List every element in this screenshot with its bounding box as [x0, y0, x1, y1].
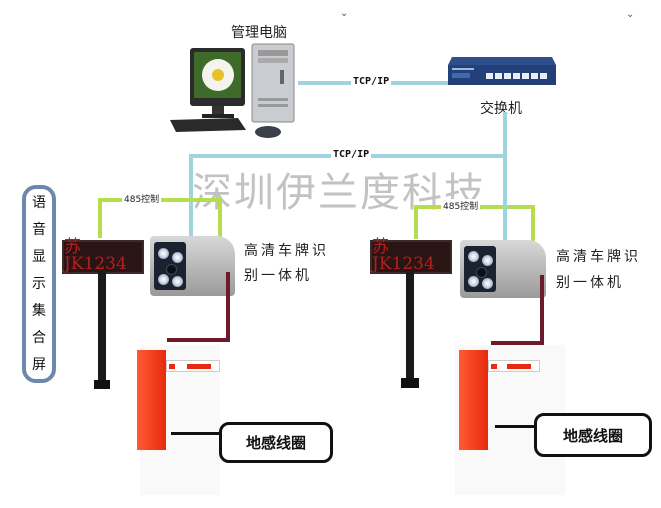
- led-plate-text: 苏JK1234: [64, 237, 127, 274]
- control-label-right: 485控制: [441, 199, 481, 212]
- barrier-control-line-left: [167, 338, 230, 342]
- display-pole-base-left: [94, 380, 110, 389]
- display-pole-base-right: [401, 378, 419, 388]
- control-line-right: [531, 205, 535, 241]
- camera-label-left-line1: 高清车牌识: [244, 243, 329, 259]
- camera-label-right-line2: 别一体机: [556, 275, 624, 291]
- led-display-left: 苏JK1234: [62, 237, 144, 274]
- display-group-char: 集: [32, 303, 46, 320]
- led-display-right: 苏JK1234: [370, 237, 452, 274]
- barrier-control-line-right: [540, 275, 544, 345]
- camera-label-right-line1: 高清车牌识: [556, 249, 641, 265]
- loop-pointer-right: [495, 425, 537, 428]
- network-bus-label: TCP/IP: [331, 149, 372, 160]
- led-plate-text: 苏JK1234: [372, 237, 435, 274]
- display-group-char: 音: [32, 221, 46, 238]
- display-group-char: 语: [32, 194, 46, 211]
- control-line-right: [414, 205, 418, 239]
- display-group-char: 屏: [32, 357, 46, 374]
- control-line-left: [218, 198, 222, 238]
- display-group-char: 显: [32, 248, 46, 265]
- computer-icon: [168, 40, 303, 140]
- control-line-left: [98, 198, 102, 238]
- display-group-char: 示: [32, 275, 46, 292]
- barrier-gate-left: [137, 350, 166, 450]
- voice-display-group-box: 语 音 显 示 集 合 屏: [22, 185, 56, 383]
- display-group-char: 合: [32, 330, 46, 347]
- computer-label: 管理电脑: [231, 25, 287, 41]
- chevron-mark-icon: ⌄: [626, 9, 635, 20]
- network-link-label: TCP/IP: [351, 76, 392, 87]
- display-pole-left: [98, 272, 106, 382]
- network-drop-right: [503, 154, 507, 240]
- switch-label: 交换机: [480, 101, 522, 117]
- network-drop-left: [189, 154, 193, 236]
- barrier-arm-right: [488, 360, 540, 372]
- loop-detector-label-left: 地感线圈: [219, 422, 333, 463]
- loop-pointer-left: [171, 432, 221, 435]
- chevron-mark-icon: ⌄: [340, 8, 349, 19]
- barrier-gate-right: [459, 350, 488, 450]
- loop-detector-label-right: 地感线圈: [534, 413, 652, 457]
- control-label-left: 485控制: [122, 192, 162, 205]
- barrier-arm-left: [166, 360, 220, 372]
- barrier-control-line-left: [226, 272, 230, 342]
- barrier-control-line-right: [491, 341, 544, 345]
- lpr-camera-left: [150, 236, 235, 298]
- lpr-camera-right: [460, 240, 546, 300]
- display-pole-right: [406, 272, 414, 380]
- network-switch-icon: [446, 55, 558, 88]
- camera-label-left-line2: 别一体机: [244, 268, 312, 284]
